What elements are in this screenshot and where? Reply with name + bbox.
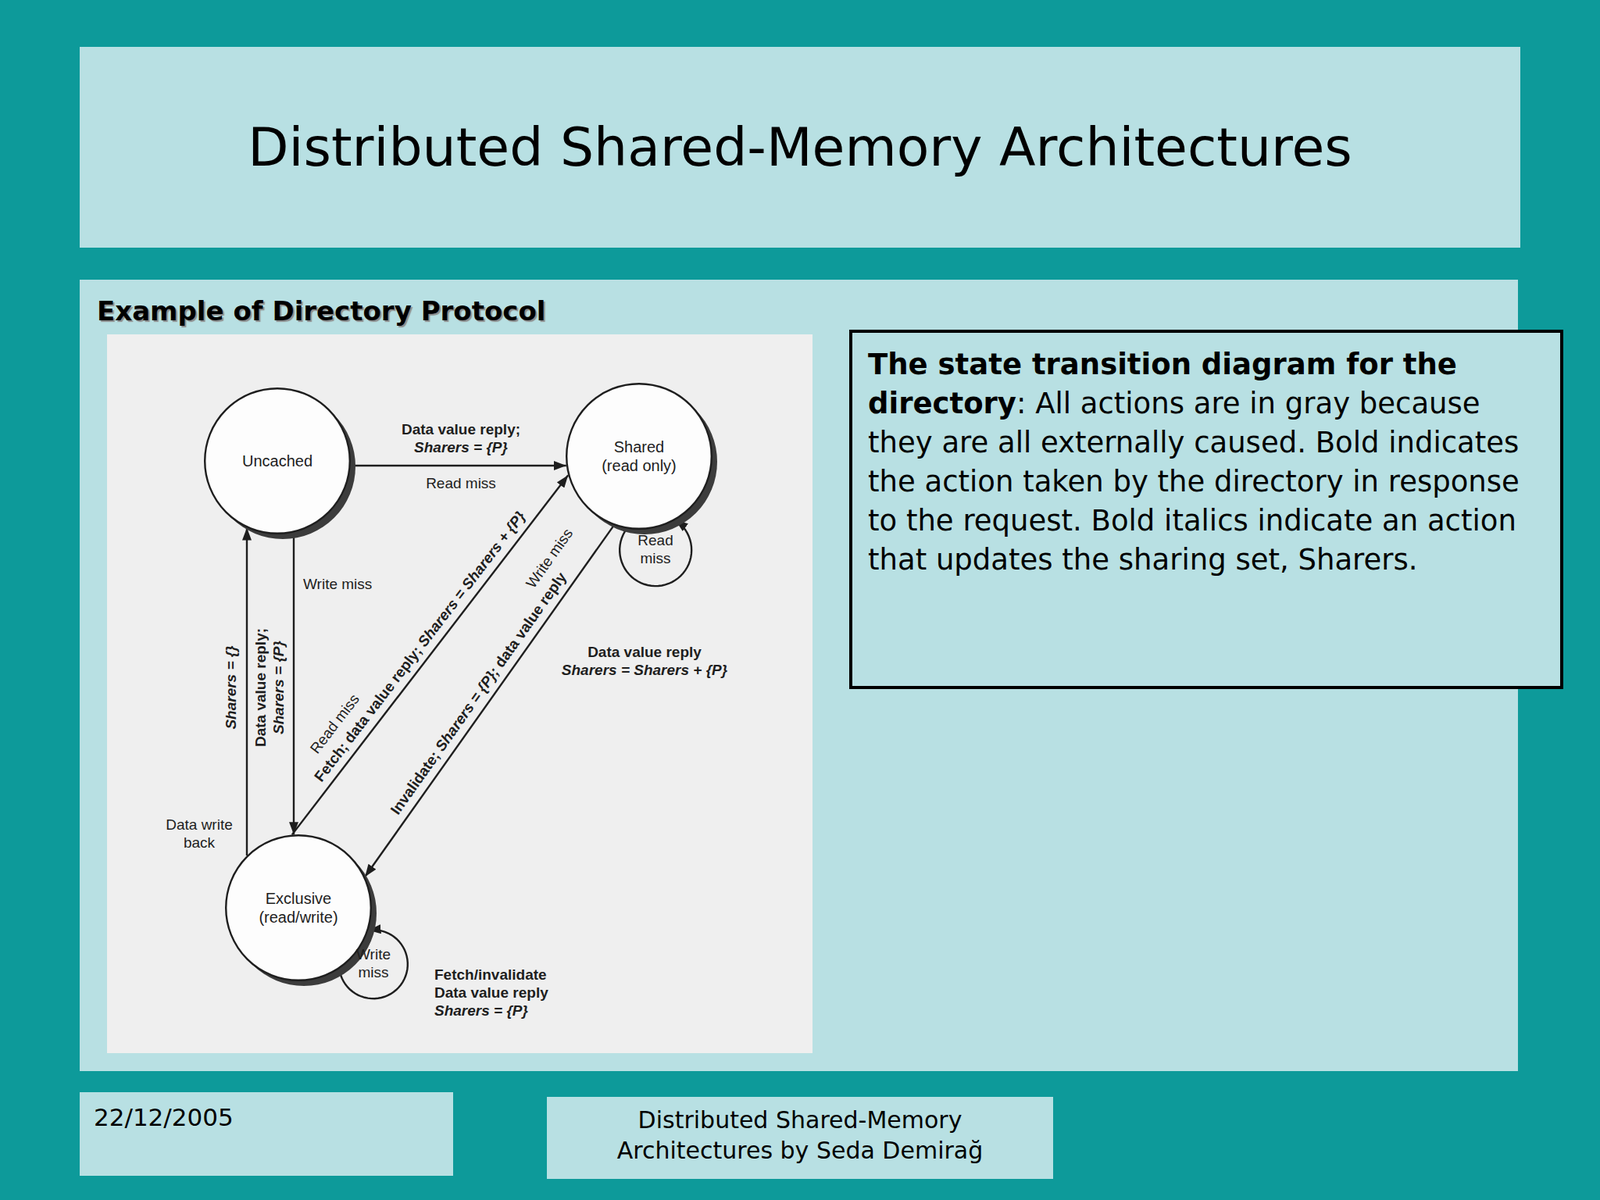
transition-arrow [246,528,248,857]
action-label: Sharers = Sharers + {P} [414,508,529,650]
action-label: Sharers = {P} [434,1001,549,1020]
state-circle: Uncached [203,387,351,535]
state-outline [565,382,713,530]
label-group: Fetch/invalidateData value replySharers … [434,966,549,1020]
label-group: Data value reply;Sharers = {P} [252,628,289,747]
scan-background [107,334,813,1054]
transition-trigger: Read miss [425,475,497,492]
state-name: Exclusive (read/write) [253,889,344,927]
footer-date-box: 22/12/2005 [79,1092,454,1176]
note-box: The state transition diagram for the dir… [849,329,1564,690]
state-outline-circle [566,383,712,529]
state-circle: Shared (read only) [565,382,713,530]
section-heading: Example of Directory Protocol [96,295,546,327]
state-name: Uncached [232,451,323,471]
state-name: Shared (read only) [593,437,685,475]
label-group: Invalidate;Sharers = {P};data value repl… [387,569,572,819]
title-panel: Distributed Shared-Memory Architectures [79,46,1521,248]
action-label: Data value reply; [401,421,521,440]
action-label: Invalidate; [387,748,443,818]
label-group: Write miss [350,946,397,983]
label-group: Sharers = {} [222,645,241,729]
label-group: Example of Directory Protocol [96,295,546,327]
transition-arrow [292,532,295,836]
state-outline [225,834,372,982]
slide-title: Distributed Shared-Memory Architectures [247,116,1353,179]
footer-text: 22/12/2005 [93,1101,440,1133]
label-group: Read miss [632,532,679,568]
action-label: Fetch/invalidate [434,966,549,985]
action-label: Sharers = {} [222,645,240,729]
label-group: Fetch; data value reply;Sharers = Sharer… [310,508,530,786]
transition-trigger: Write miss [303,575,372,593]
transition-trigger: Read miss [637,532,673,567]
action-label: Sharers = Sharers + {P} [561,661,728,680]
transition-arrow [350,464,567,467]
label-group: Write miss [303,575,372,594]
label-group: Data value replySharers = Sharers + {P} [561,643,728,680]
label-group: Data write back [162,816,236,853]
transition-trigger: Write miss [356,946,391,981]
footer-text: Distributed Shared-Memory Architectures … [562,1104,1038,1166]
label-group: Data value reply;Sharers = {P} [401,421,521,458]
label-group: Read miss [425,475,497,493]
state-outline-circle [204,388,350,534]
action-label: Sharers = {P} [401,439,521,458]
state-circle: Exclusive (read/write) [225,834,372,982]
transition-trigger: Data write back [165,816,233,851]
action-label: Data value reply; [252,628,271,747]
transition-arrow [364,525,615,877]
action-label: Sharers = {P}; [432,664,503,754]
transition-arrow [292,475,568,835]
action-label: Data value reply [561,643,728,662]
action-label: Sharers = {P} [270,628,289,747]
footer-credit-box: Distributed Shared-Memory Architectures … [546,1096,1054,1179]
action-label: Fetch; data value reply; [310,642,425,785]
action-label: Data value reply [434,984,549,1003]
state-outline-circle [225,835,372,981]
